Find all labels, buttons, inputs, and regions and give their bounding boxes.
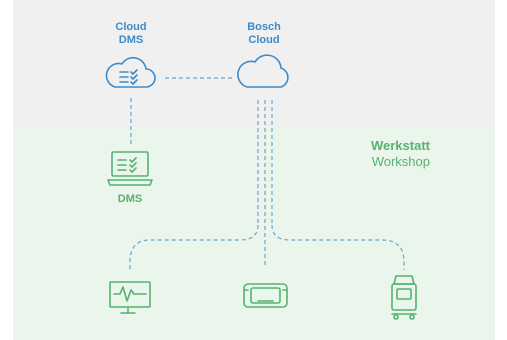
link-to-monitor: [129, 224, 259, 272]
link-to-cart: [271, 224, 405, 270]
test-cart-icon: [391, 275, 417, 320]
workshop-zone: [13, 126, 495, 340]
vehicle-interface-icon: [243, 283, 288, 308]
laptop-checklist-icon: [107, 151, 153, 186]
connectors: [129, 77, 405, 272]
cloud-checklist-icon: [105, 56, 156, 88]
bosch-cloud-label-line1: Bosch: [247, 21, 281, 33]
cloud-dms-label-line2: DMS: [118, 34, 144, 46]
workshop-title-de: Werkstatt: [370, 138, 430, 153]
dms-label: DMS: [117, 193, 143, 205]
bosch-cloud-label-line2: Cloud: [248, 34, 280, 46]
cloud-zone: [13, 0, 495, 126]
workshop-title-en: Workshop: [371, 154, 430, 169]
monitor-waveform-icon: [109, 281, 151, 314]
workshop-title: Werkstatt Workshop: [371, 138, 430, 170]
cloud-icon: [237, 54, 289, 88]
bosch-cloud-label: Bosch Cloud: [219, 21, 309, 47]
cloud-dms-label: Cloud DMS: [86, 21, 176, 47]
cloud-dms-label-line1: Cloud: [115, 21, 147, 33]
